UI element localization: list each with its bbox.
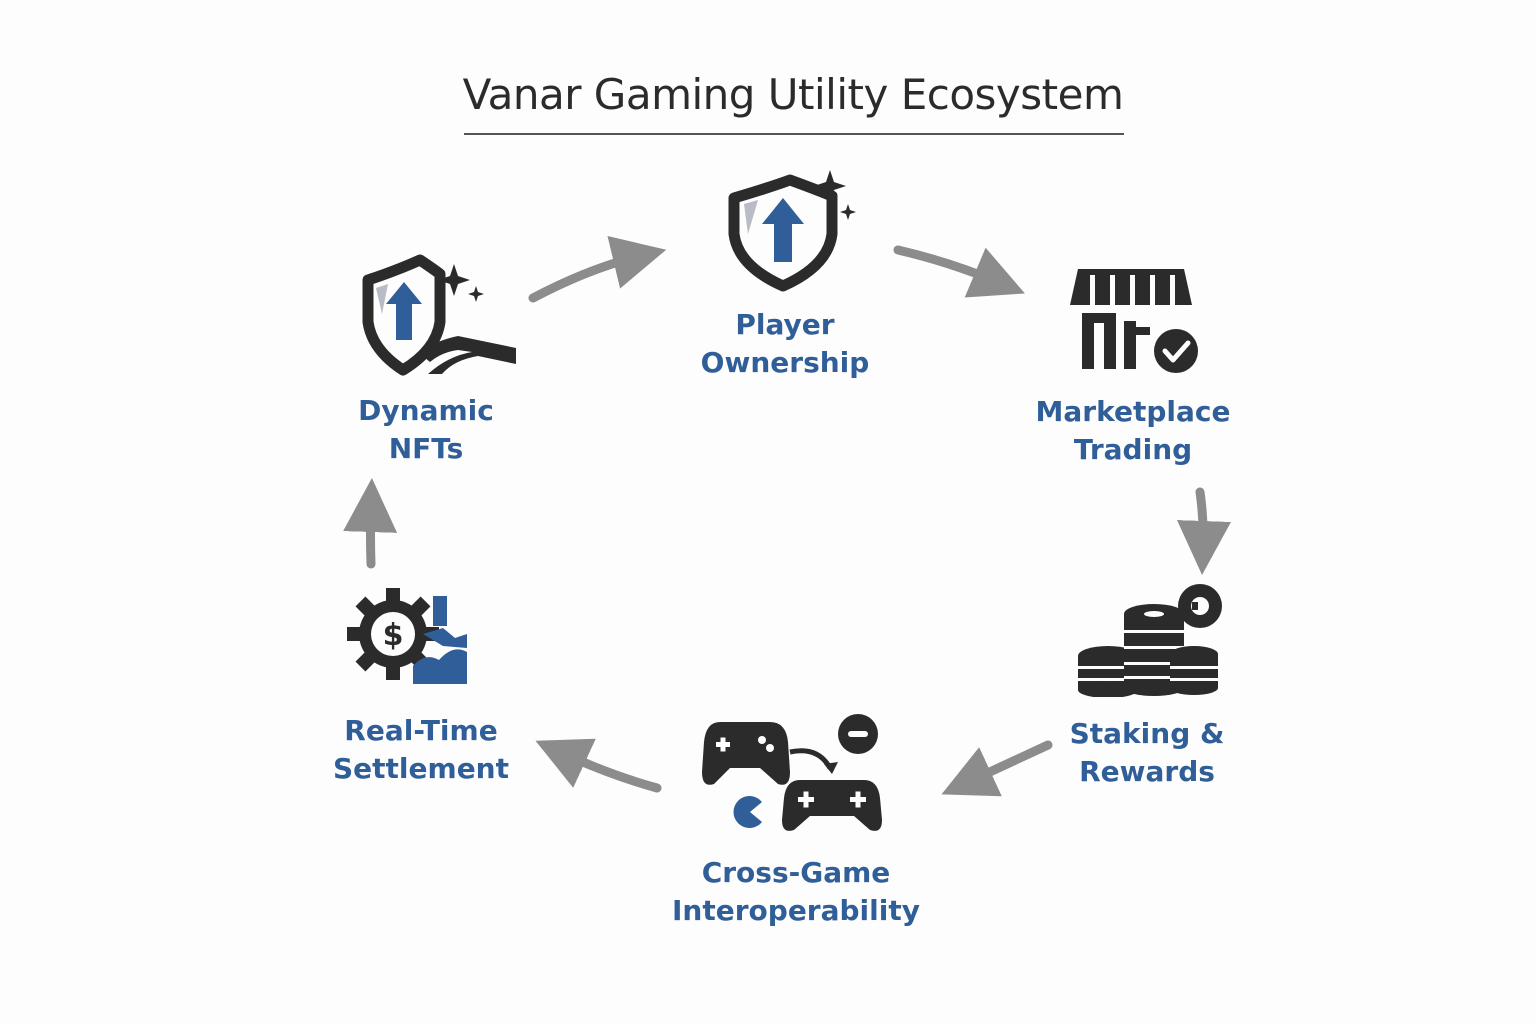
arrow-nfts-to-ownership: [528, 236, 667, 303]
game-controllers-icon: [702, 714, 882, 831]
shield-hand-icon: [362, 254, 516, 376]
arrow-crossgame-to-settlement: [535, 738, 662, 793]
title-underline: [464, 133, 1124, 135]
storefront-icon: [1070, 269, 1198, 373]
shield-up-arrow-icon: [728, 170, 856, 292]
diagram-title: Vanar Gaming Utility Ecosystem: [462, 70, 1124, 119]
arrow-marketplace-to-staking: [1176, 487, 1231, 575]
coin-stack-icon: [1078, 584, 1222, 697]
gear-dollar-icon: $: [347, 588, 467, 684]
arrow-settlement-to-nfts: [343, 478, 398, 569]
arrow-staking-to-crossgame: [941, 740, 1053, 797]
svg-text:$: $: [383, 618, 404, 653]
arrow-ownership-to-marketplace: [893, 245, 1025, 298]
node-label-staking-rewards: Staking &Rewards: [1069, 717, 1225, 788]
